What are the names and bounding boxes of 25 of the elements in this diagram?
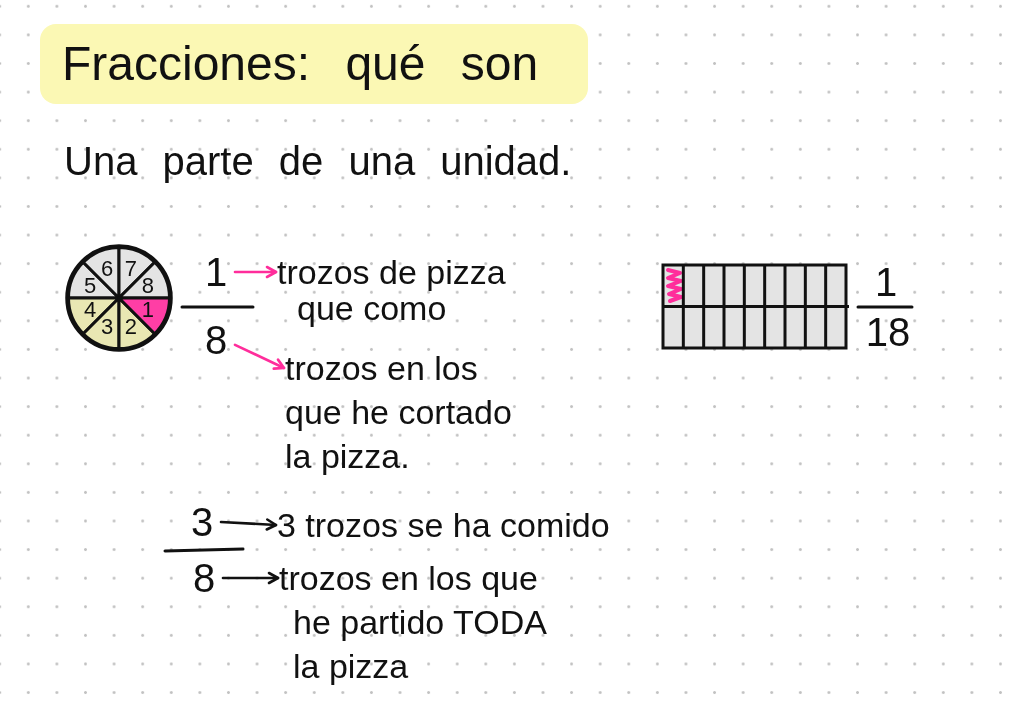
title: Fracciones: qué son (40, 24, 588, 104)
fraction-denominator: 8 (198, 320, 234, 360)
subtitle-text: Una parte de una unidad. (64, 138, 572, 185)
explanation-text: trozos en los que he cortado la pizza. (285, 346, 528, 478)
fraction-numerator: 1 (198, 252, 234, 292)
fraction-numerator: 1 (873, 262, 899, 302)
slice-number: 1 (138, 297, 157, 322)
arrow (221, 571, 280, 585)
explanation-text: 3 trozos se ha comido (277, 503, 610, 547)
slice-number: 6 (98, 257, 116, 282)
arrow (233, 265, 278, 279)
slice-number: 2 (121, 314, 140, 339)
slice-number: 5 (81, 274, 100, 298)
pizza-circle (65, 244, 173, 352)
slice-number: 3 (98, 314, 116, 339)
slice-number: 7 (121, 257, 140, 282)
fraction-numerator: 3 (184, 502, 220, 542)
arrow (219, 518, 278, 531)
explanation-text: trozos en los que he partido TODA la pizza (279, 556, 558, 688)
fraction-denominator: 8 (186, 558, 222, 598)
arrow (233, 343, 286, 370)
fraction-denominator: 18 (864, 312, 912, 352)
slice-number: 8 (138, 274, 157, 298)
explanation-text: trozos de pizza que como (277, 254, 532, 326)
slice-number: 4 (81, 297, 100, 322)
